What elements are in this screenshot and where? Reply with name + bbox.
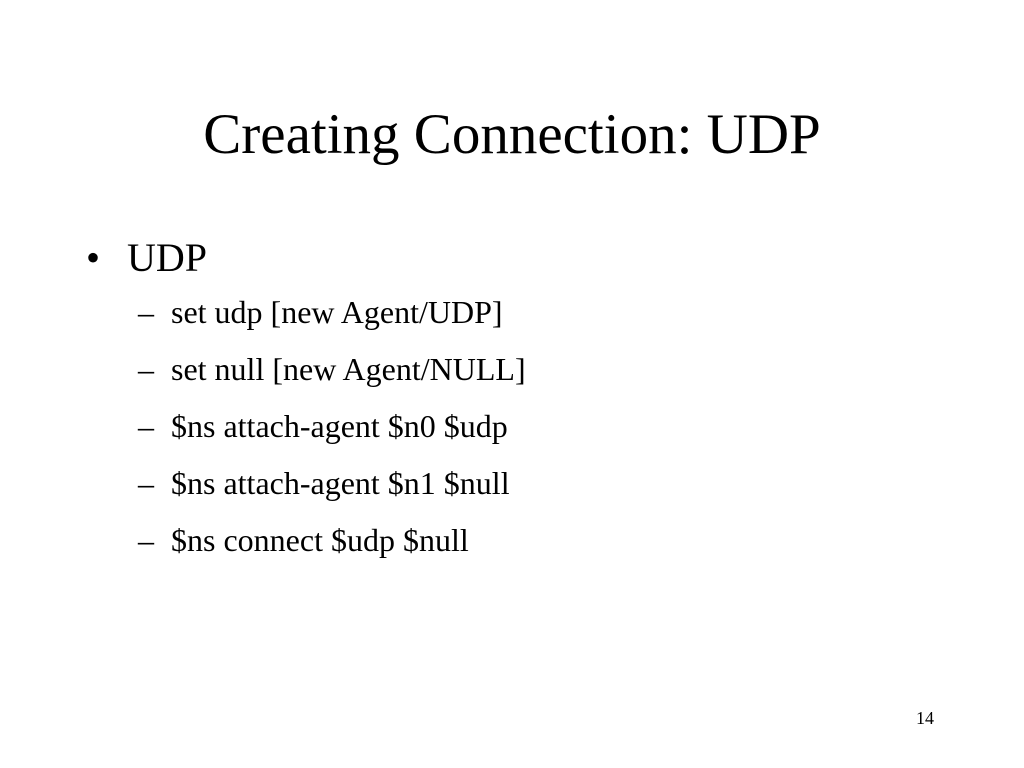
sub-bullet-item: – $ns attach-agent $n1 $null: [86, 463, 966, 520]
dash-marker: –: [138, 465, 154, 501]
sub-bullet-item: – set udp [new Agent/UDP]: [86, 292, 966, 349]
sub-bullet-item: – set null [new Agent/NULL]: [86, 349, 966, 406]
slide-title: Creating Connection: UDP: [203, 103, 821, 166]
sub-bullet-text: set null [new Agent/NULL]: [171, 351, 526, 387]
bullet-list: • UDP – set udp [new Agent/UDP] – set nu…: [86, 234, 966, 577]
sub-bullet-text: $ns attach-agent $n1 $null: [171, 465, 510, 501]
sub-bullet-text: $ns attach-agent $n0 $udp: [171, 408, 508, 444]
bullet-item-udp: • UDP: [86, 234, 966, 282]
dash-marker: –: [138, 351, 154, 387]
page-number: 14: [916, 708, 934, 728]
sub-bullet-list: – set udp [new Agent/UDP] – set null [ne…: [86, 292, 966, 577]
dash-marker: –: [138, 408, 154, 444]
dash-marker: –: [138, 294, 154, 330]
sub-bullet-item: – $ns attach-agent $n0 $udp: [86, 406, 966, 463]
sub-bullet-item: – $ns connect $udp $null: [86, 520, 966, 577]
bullet-marker: •: [86, 235, 101, 280]
dash-marker: –: [138, 522, 154, 558]
bullet-text: UDP: [127, 235, 208, 280]
sub-bullet-text: set udp [new Agent/UDP]: [171, 294, 503, 330]
sub-bullet-text: $ns connect $udp $null: [171, 522, 469, 558]
